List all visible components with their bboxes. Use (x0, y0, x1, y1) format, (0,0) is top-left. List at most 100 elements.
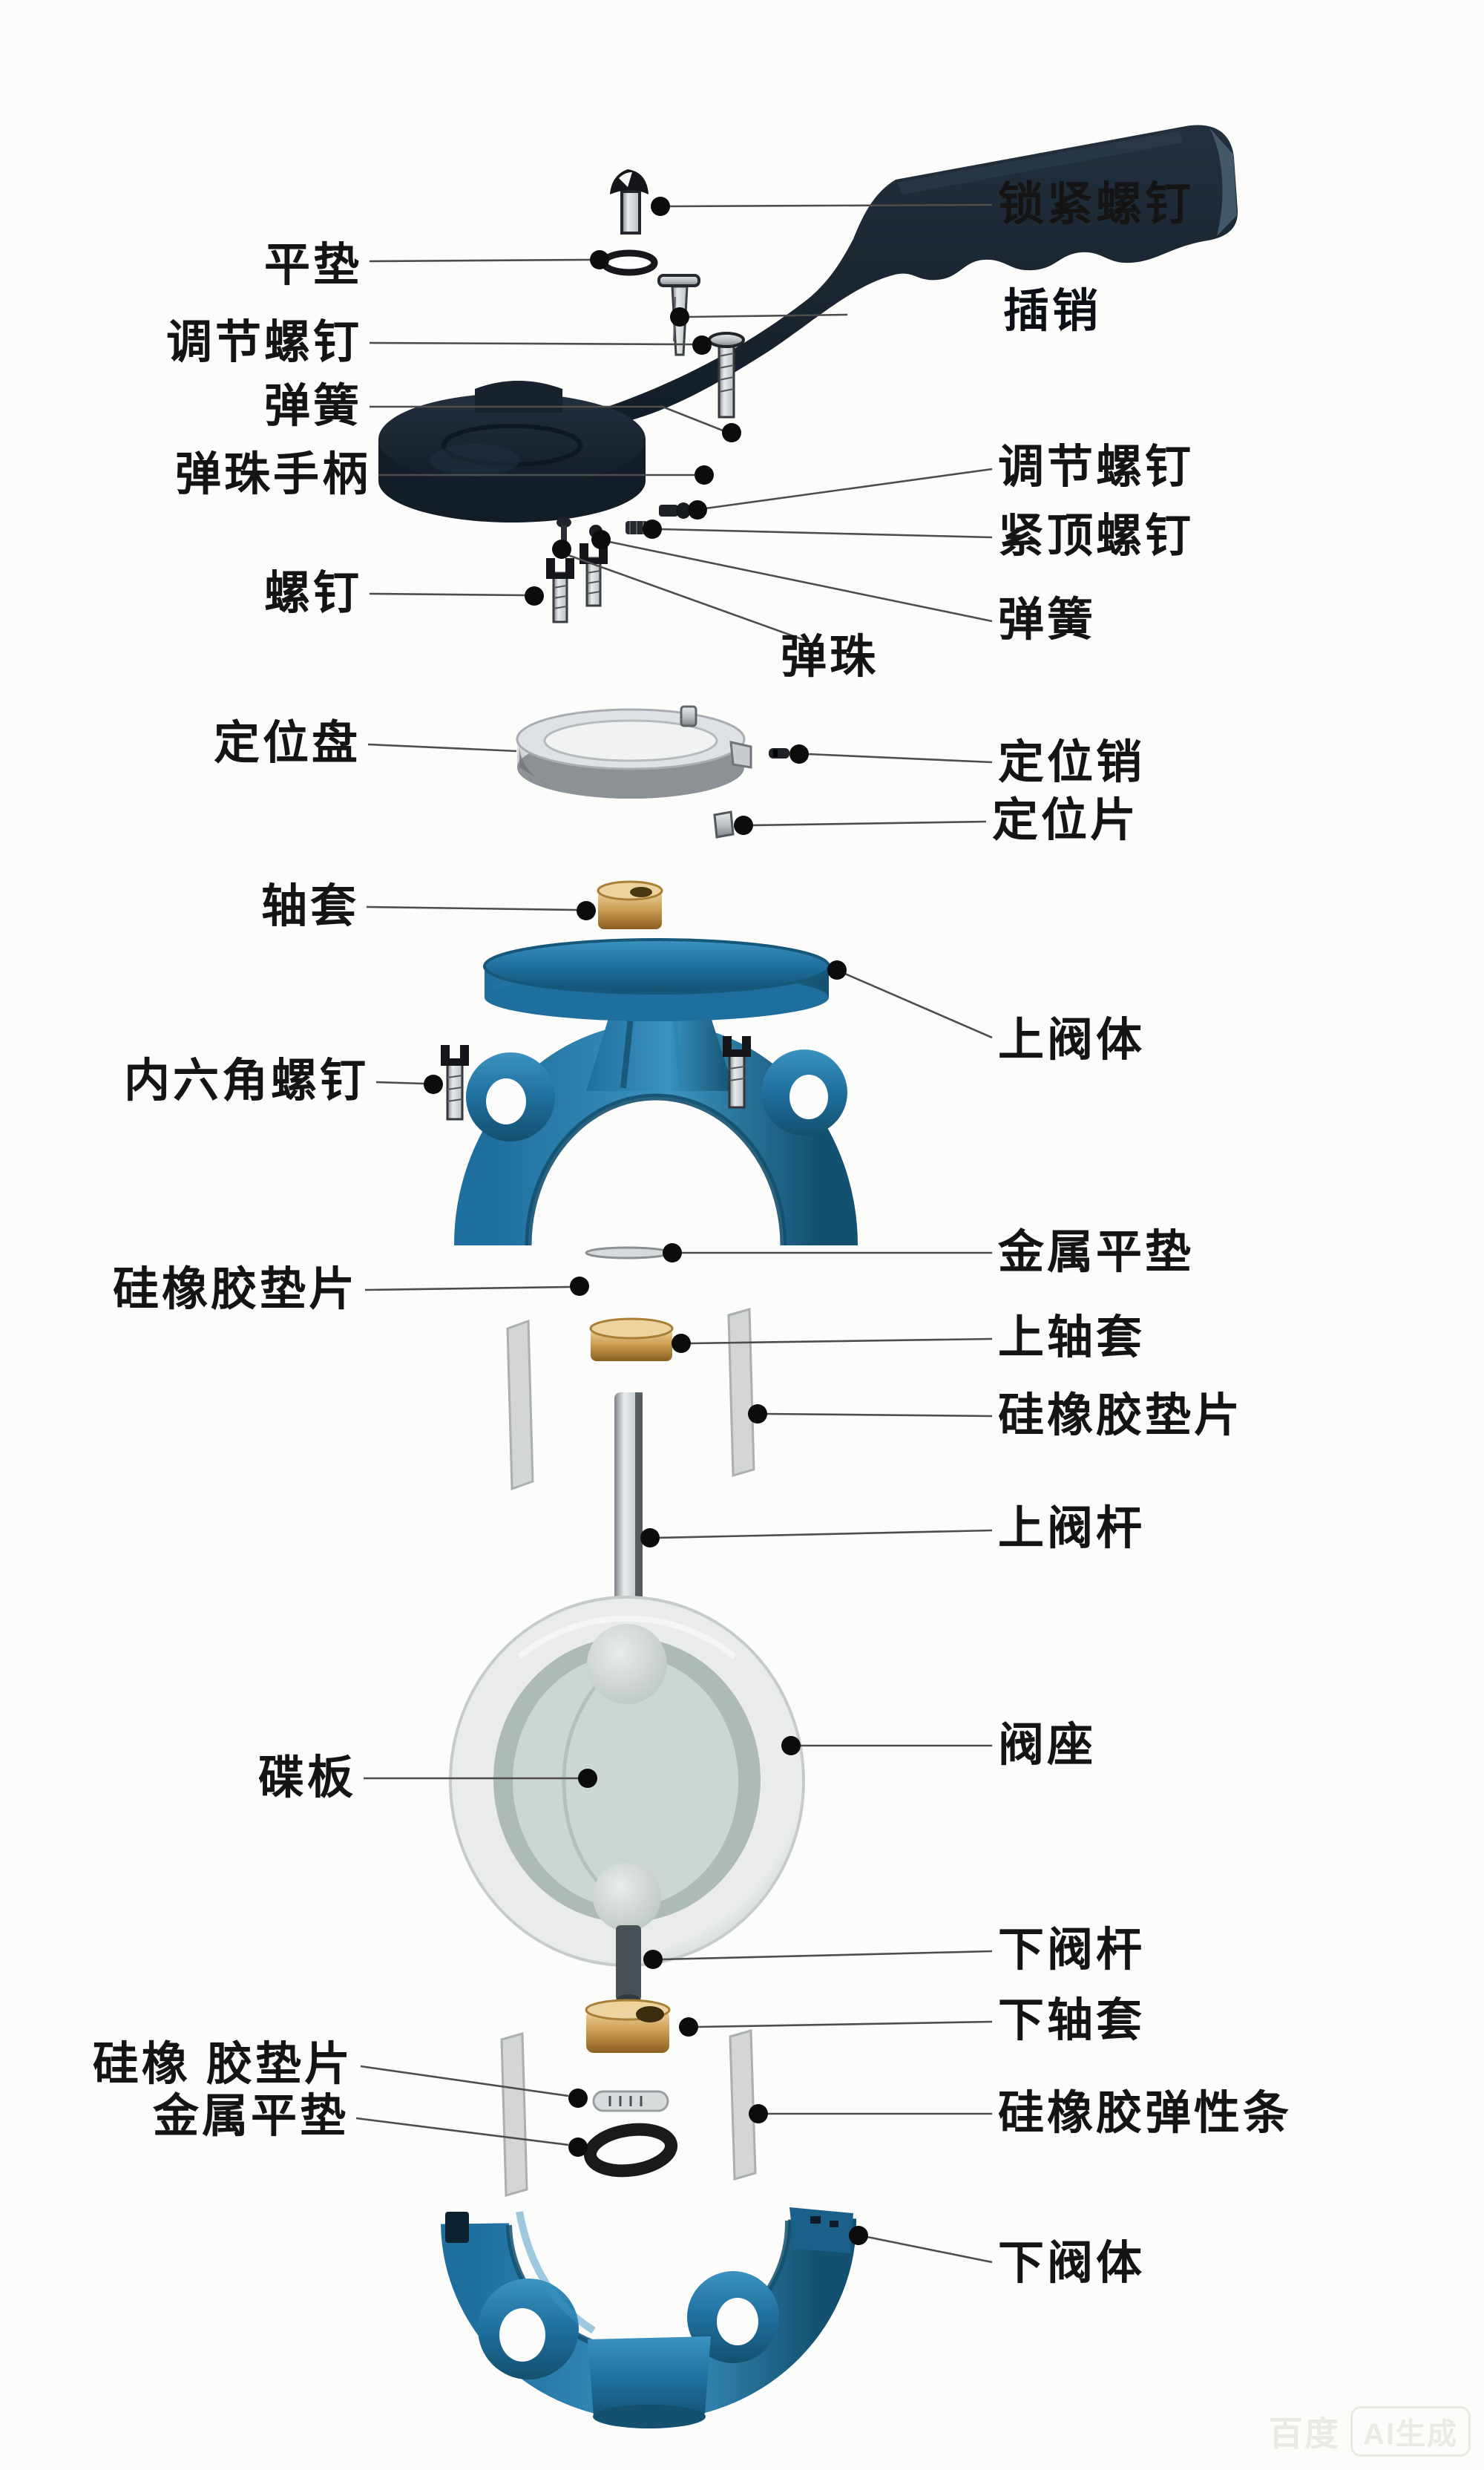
lower-shaft-sleeve-part (585, 1999, 671, 2053)
shaft-sleeve-part (597, 880, 663, 929)
leader-dot-flat-washer (590, 250, 609, 269)
leader-dot-silicone-gasket-lower-left (568, 2089, 588, 2108)
leader-spring-left (370, 405, 723, 432)
leader-lower-valve-stem (661, 1950, 993, 1961)
adjust-screw-spring-part (708, 332, 745, 419)
leader-dot-screw (525, 586, 544, 606)
hex-screw-parts (441, 1036, 751, 1121)
watermark-ai-tag: AI生成 (1350, 2406, 1471, 2457)
leader-adjust-screw-right (705, 468, 993, 510)
leader-dot-positioning-tab (734, 816, 753, 835)
lock-screw-part (610, 169, 649, 235)
label-positioning-pin: 定位销 (998, 737, 1146, 788)
leader-dot-lower-valve-body (849, 2226, 868, 2245)
label-lock-screw: 锁紧螺钉 (998, 179, 1195, 230)
leader-upper-valve-body (844, 972, 993, 1039)
label-ball-handle: 弹珠手柄 (174, 449, 371, 500)
leader-dot-ball (552, 540, 571, 559)
leader-dot-metal-washer-lower-left (568, 2138, 588, 2157)
label-silicone-gasket-lower-left: 硅橡 胶垫片 (92, 2039, 353, 2090)
label-spring-right: 弹簧 (998, 594, 1097, 646)
leader-silicone-gasket-upper-left (364, 1285, 571, 1291)
silicone-gasket-strips-upper (506, 1308, 755, 1491)
label-lower-valve-stem: 下阀杆 (998, 1924, 1146, 1976)
ball-and-setscrew-cluster (556, 517, 648, 549)
leader-dot-upper-valve-body (827, 960, 847, 980)
leader-hex-socket-screw (375, 1081, 424, 1085)
label-silicone-elastic-strip: 硅橡胶弹性条 (998, 2088, 1293, 2139)
leader-upper-shaft-sleeve (689, 1337, 993, 1345)
label-silicone-gasket-upper-left: 硅橡胶垫片 (112, 1264, 358, 1315)
label-metal-washer-lower-left: 金属平垫 (152, 2091, 349, 2142)
leader-dot-upper-valve-stem (640, 1528, 660, 1547)
leader-ball (565, 553, 804, 641)
leader-spring-right (608, 540, 993, 623)
label-lower-shaft-sleeve: 下轴套 (998, 1995, 1146, 2046)
leader-dot-ball-handle (695, 465, 714, 485)
watermark-brand: 百度 (1269, 2414, 1340, 2453)
label-flat-washer: 平垫 (263, 240, 362, 291)
seat-and-disc-assembly (449, 1596, 805, 1967)
leader-upper-valve-stem (658, 1529, 993, 1539)
leader-dot-positioning-pin (789, 744, 809, 764)
leader-dot-silicone-gasket-upper-left (570, 1277, 589, 1296)
leader-dot-adjust-screw-right (688, 500, 707, 520)
leader-silicone-gasket-upper-right (766, 1412, 993, 1418)
label-metal-washer-upper: 金属平垫 (998, 1227, 1195, 1278)
upper-valve-stem-part (614, 1392, 643, 1646)
label-shaft-sleeve: 轴套 (260, 881, 359, 932)
leader-adjust-screw-left (369, 341, 693, 346)
leader-screw (369, 592, 525, 597)
label-screw: 螺钉 (263, 568, 362, 619)
leader-silicone-gasket-lower-left (360, 2065, 569, 2097)
leader-dot-hex-socket-screw (424, 1075, 443, 1094)
label-cotter-pin: 插销 (1003, 286, 1102, 337)
label-positioning-tab: 定位片 (992, 795, 1140, 846)
leader-dot-valve-seat (781, 1736, 801, 1755)
leader-dot-lower-valve-stem (643, 1950, 663, 1969)
leader-dot-spring-right (591, 530, 611, 549)
leader-dot-lower-shaft-sleeve (679, 2017, 698, 2037)
leader-positioning-pin (807, 753, 993, 764)
leader-dot-silicone-elastic-strip (749, 2104, 768, 2123)
leader-dot-silicone-gasket-upper-right (748, 1404, 767, 1424)
label-upper-valve-stem: 上阀杆 (998, 1503, 1146, 1554)
label-spring-left: 弹簧 (263, 381, 362, 432)
label-silicone-gasket-upper-right: 硅橡胶垫片 (998, 1390, 1244, 1441)
ball-handle-part (378, 125, 1238, 522)
cotter-pin-part (657, 274, 700, 356)
silicone-gasket-lower-part (592, 2090, 669, 2112)
leader-set-screw (660, 528, 993, 539)
leader-dot-disc-plate (578, 1769, 597, 1788)
label-upper-valve-body: 上阀体 (998, 1015, 1146, 1066)
screw-parts (546, 543, 608, 623)
leader-lower-valve-body (867, 2235, 993, 2264)
leader-flat-washer (369, 258, 591, 263)
leader-dot-upper-shaft-sleeve (672, 1334, 691, 1353)
label-disc-plate: 碟板 (257, 1752, 356, 1804)
label-lower-valve-body: 下阀体 (998, 2238, 1146, 2289)
label-hex-socket-screw: 内六角螺钉 (123, 1055, 369, 1107)
leader-dot-spring-left (722, 423, 741, 442)
leader-lock-screw (669, 203, 993, 208)
label-positioning-plate: 定位盘 (213, 718, 361, 769)
upper-valve-body-part (454, 938, 858, 1246)
leader-dot-metal-washer-upper (663, 1243, 682, 1262)
silicone-gasket-strips-lower (500, 2029, 757, 2197)
label-ball: 弹珠 (780, 632, 879, 683)
positioning-pin-part (769, 748, 789, 759)
leader-positioning-tab (751, 820, 987, 827)
label-set-screw: 紧顶螺钉 (998, 511, 1195, 562)
leader-positioning-plate (367, 743, 517, 753)
leader-dot-cotter-pin (670, 307, 689, 327)
label-valve-seat: 阀座 (998, 1720, 1097, 1771)
leader-dot-set-screw (643, 520, 662, 539)
adjust-screw-right-part (659, 502, 691, 519)
positioning-plate-part (516, 705, 752, 799)
leader-shaft-sleeve (366, 905, 577, 911)
leader-dot-adjust-screw-left (692, 335, 712, 355)
upper-shaft-sleeve-part (589, 1317, 674, 1361)
